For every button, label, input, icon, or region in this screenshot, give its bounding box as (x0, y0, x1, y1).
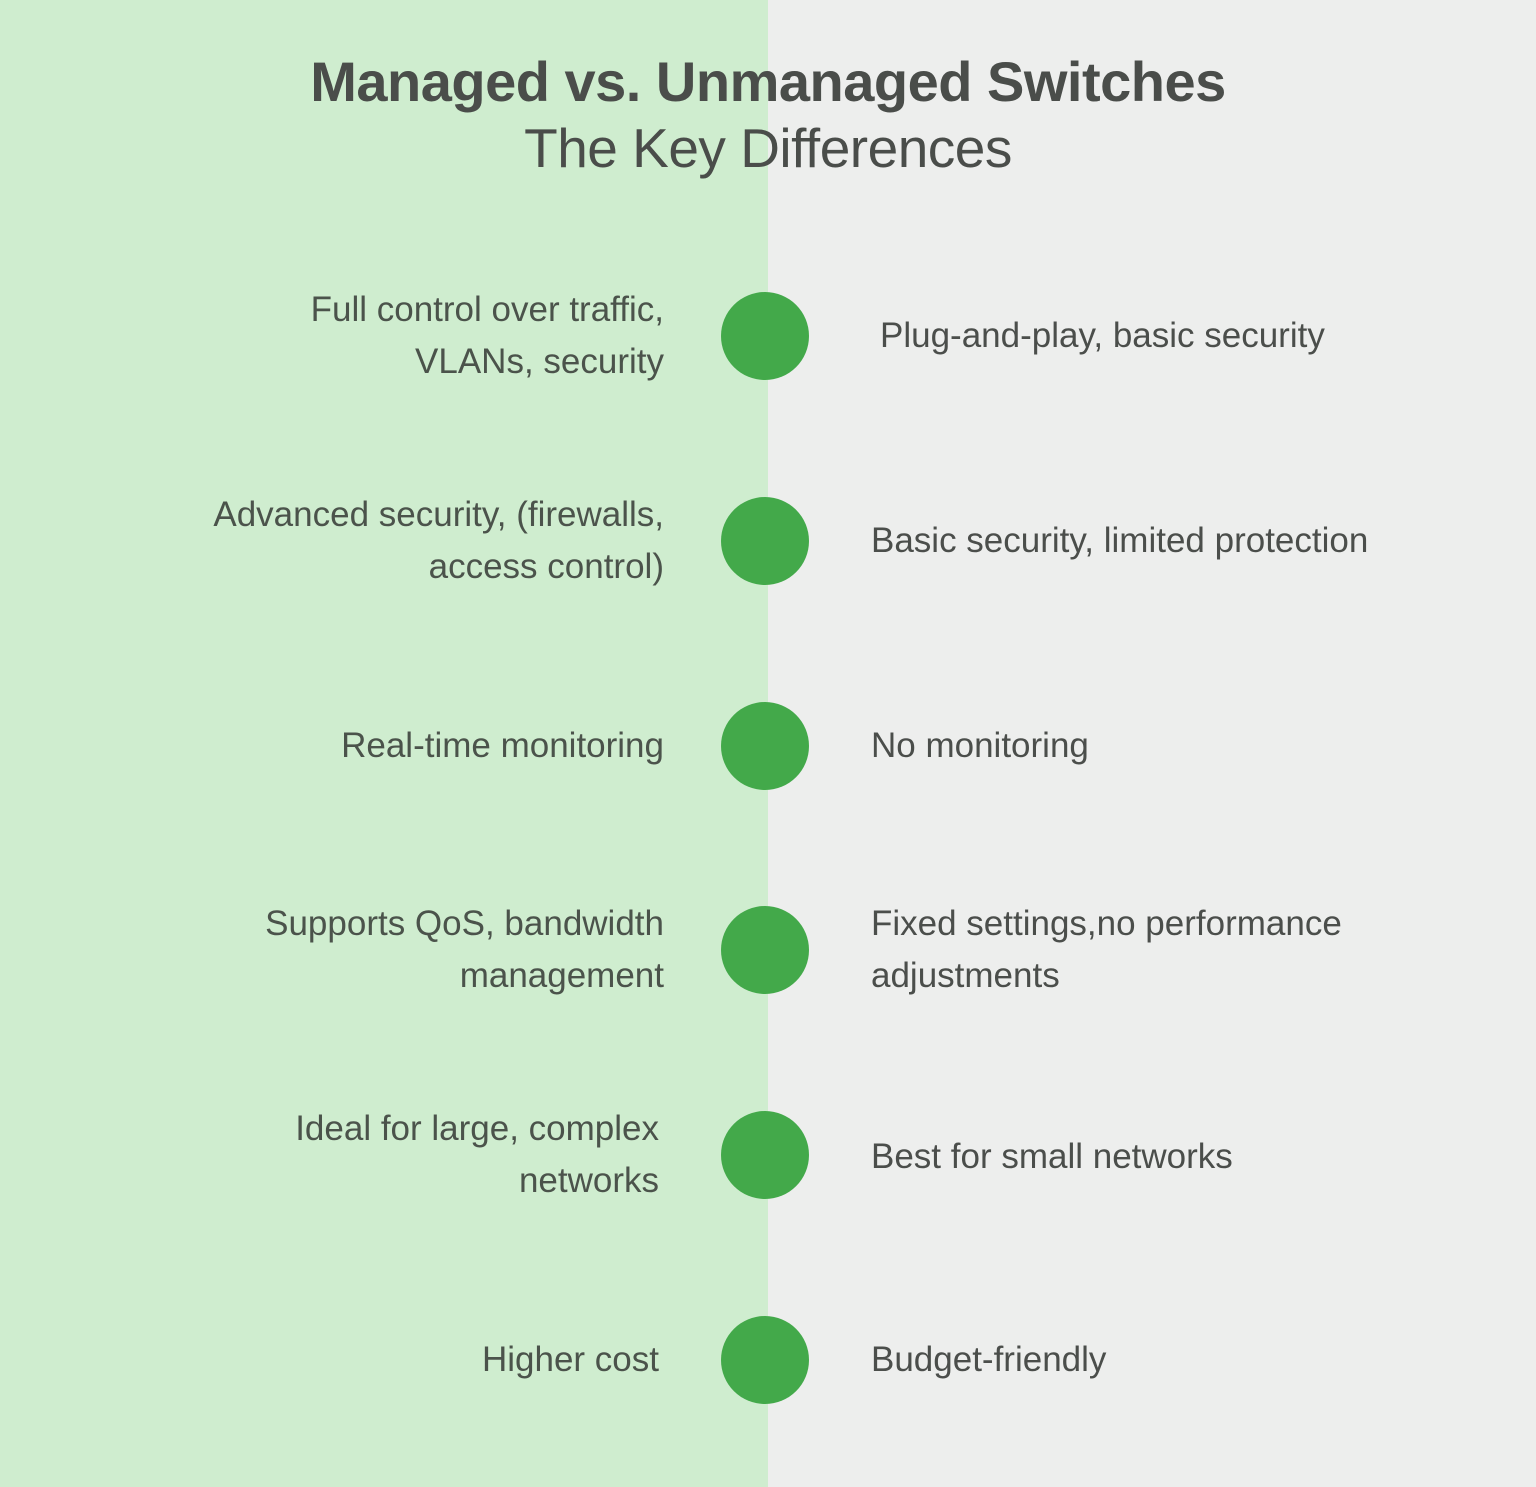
managed-feature: Advanced security, (firewalls, access co… (213, 495, 664, 586)
bullet-dot-icon (721, 1111, 809, 1199)
managed-column-background (0, 0, 768, 1487)
comparison-row: Higher cost Budget-friendly (0, 1316, 1536, 1404)
unmanaged-feature: No monitoring (871, 726, 1089, 765)
bullet-dot-icon (721, 702, 809, 790)
unmanaged-feature: Basic security, limited protection (871, 521, 1369, 560)
unmanaged-feature: Plug-and-play, basic security (880, 316, 1325, 355)
bullet-dot-icon (721, 906, 809, 994)
unmanaged-column-background (768, 0, 1536, 1487)
page-title: Managed vs. Unmanaged Switches (310, 50, 1226, 113)
comparison-row: Supports QoS, bandwidth management Fixed… (0, 904, 1536, 995)
managed-feature: Ideal for large, complex networks (295, 1109, 659, 1200)
managed-feature: Higher cost (481, 1340, 659, 1379)
bullet-dot-icon (721, 1316, 809, 1404)
bullet-dot-icon (721, 292, 809, 380)
page-subtitle: The Key Differences (524, 117, 1012, 179)
bullet-dot-icon (721, 497, 809, 585)
comparison-row: Advanced security, (firewalls, access co… (0, 495, 1536, 586)
unmanaged-feature: Budget-friendly (871, 1340, 1107, 1379)
managed-feature: Supports QoS, bandwidth management (265, 904, 664, 995)
unmanaged-feature: Fixed settings,no performance adjustment… (871, 904, 1342, 995)
managed-feature: Full control over traffic, VLANs, securi… (310, 290, 664, 381)
comparison-row: Ideal for large, complex networks Best f… (0, 1109, 1536, 1200)
title-block: Managed vs. Unmanaged Switches The Key D… (0, 50, 1536, 182)
comparison-row: Real-time monitoring No monitoring (0, 702, 1536, 790)
unmanaged-feature: Best for small networks (871, 1137, 1233, 1176)
comparison-row: Full control over traffic, VLANs, securi… (0, 290, 1536, 381)
managed-feature: Real-time monitoring (341, 726, 664, 765)
